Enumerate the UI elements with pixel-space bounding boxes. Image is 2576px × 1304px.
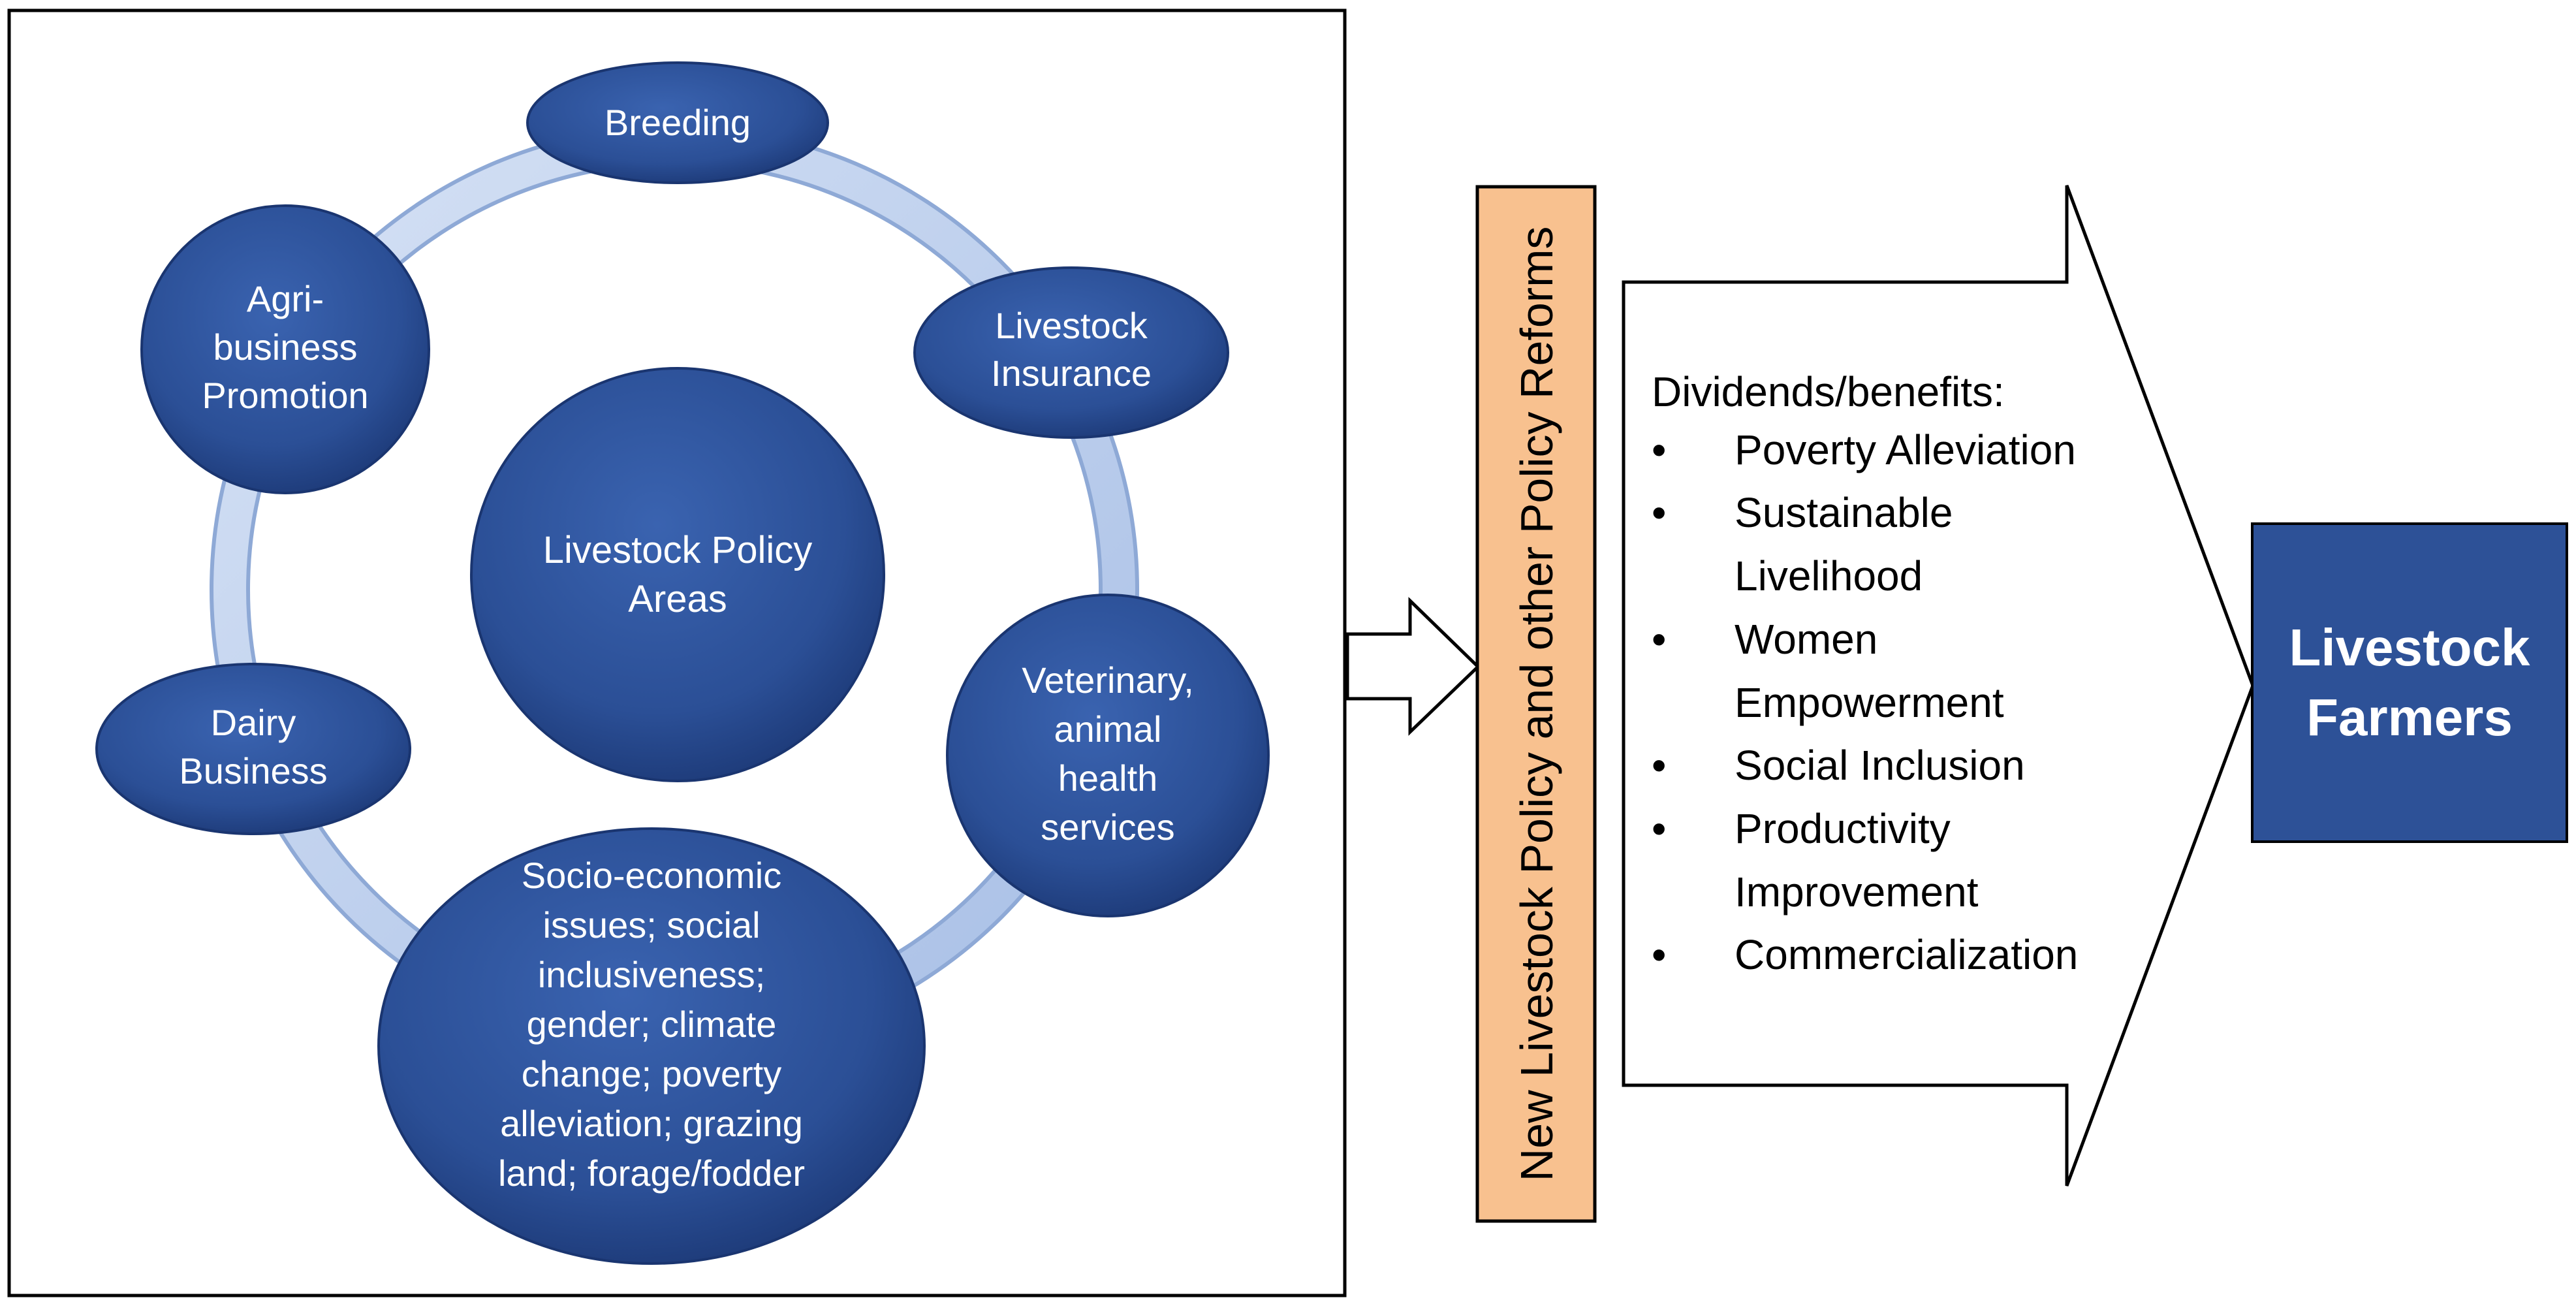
node-socio-label-5: change; poverty	[522, 1053, 781, 1094]
node-breeding: Breeding	[526, 61, 829, 184]
benefit-1-line-1: Poverty Alleviation	[1735, 426, 2076, 473]
benefit-3-line-2: Empowerment	[1735, 679, 2004, 726]
benefits-list: Dividends/benefits: • Poverty Alleviatio…	[1652, 368, 2078, 978]
bullet-1: •	[1652, 426, 1666, 473]
node-socio-label-6: alleviation; grazing	[500, 1103, 803, 1144]
center-node: Livestock Policy Areas	[470, 367, 885, 782]
node-veterinary-label-4: services	[1041, 806, 1174, 848]
node-agribusiness-label-3: Promotion	[202, 375, 368, 416]
node-agribusiness-label-2: business	[213, 326, 357, 368]
node-socio-label-1: Socio-economic	[522, 855, 781, 896]
benefits-heading: Dividends/benefits:	[1652, 368, 2005, 415]
node-insurance-label-2: Insurance	[991, 353, 1152, 394]
arrow-to-policy	[1345, 597, 1481, 736]
node-agribusiness-label-1: Agri-	[247, 278, 324, 319]
node-veterinary-label-1: Veterinary,	[1022, 660, 1194, 701]
policy-reforms-label: New Livestock Policy and other Policy Re…	[1511, 227, 1562, 1182]
node-socio-label-3: inclusiveness;	[538, 954, 766, 995]
node-socio-economic: Socio-economic issues; social inclusiven…	[377, 827, 926, 1265]
node-socio-label-4: gender; climate	[527, 1004, 777, 1045]
node-dairy-business: Dairy Business	[95, 663, 411, 835]
benefit-2-line-1: Sustainable	[1735, 489, 1953, 536]
node-socio-label-7: land; forage/fodder	[498, 1153, 805, 1194]
node-veterinary-label-2: animal	[1054, 708, 1162, 750]
benefit-6-line-1: Commercialization	[1735, 931, 2078, 978]
node-veterinary: Veterinary, animal health services	[946, 594, 1270, 917]
farmers-label-1: Livestock	[2289, 618, 2530, 676]
node-veterinary-label-3: health	[1058, 757, 1158, 799]
livestock-farmers-box: Livestock Farmers	[2251, 522, 2568, 843]
node-dairy-label-1: Dairy	[211, 702, 296, 743]
bullet-4: •	[1652, 742, 1666, 789]
benefit-5-line-2: Improvement	[1735, 868, 1979, 915]
benefit-3-line-1: Women	[1735, 616, 1877, 663]
node-socio-label-2: issues; social	[542, 904, 760, 946]
node-breeding-label: Breeding	[605, 102, 751, 143]
bullet-6: •	[1652, 931, 1666, 978]
benefit-4-line-1: Social Inclusion	[1735, 742, 2025, 789]
bullet-5: •	[1652, 805, 1666, 852]
node-agribusiness: Agri- business Promotion	[140, 204, 430, 494]
farmers-label-2: Farmers	[2306, 688, 2513, 746]
bullet-2: •	[1652, 489, 1666, 536]
node-livestock-insurance: Livestock Insurance	[913, 266, 1229, 439]
benefits-arrow	[1622, 185, 2255, 1186]
policy-reforms-box: New Livestock Policy and other Policy Re…	[1475, 185, 1597, 1223]
center-node-label-2: Areas	[628, 578, 727, 620]
node-dairy-label-2: Business	[179, 750, 327, 791]
bullet-3: •	[1652, 616, 1666, 663]
node-insurance-label-1: Livestock	[995, 305, 1148, 346]
benefit-2-line-2: Livelihood	[1735, 552, 1923, 599]
benefit-5-line-1: Productivity	[1735, 805, 1951, 852]
center-node-label-1: Livestock Policy	[543, 529, 813, 571]
